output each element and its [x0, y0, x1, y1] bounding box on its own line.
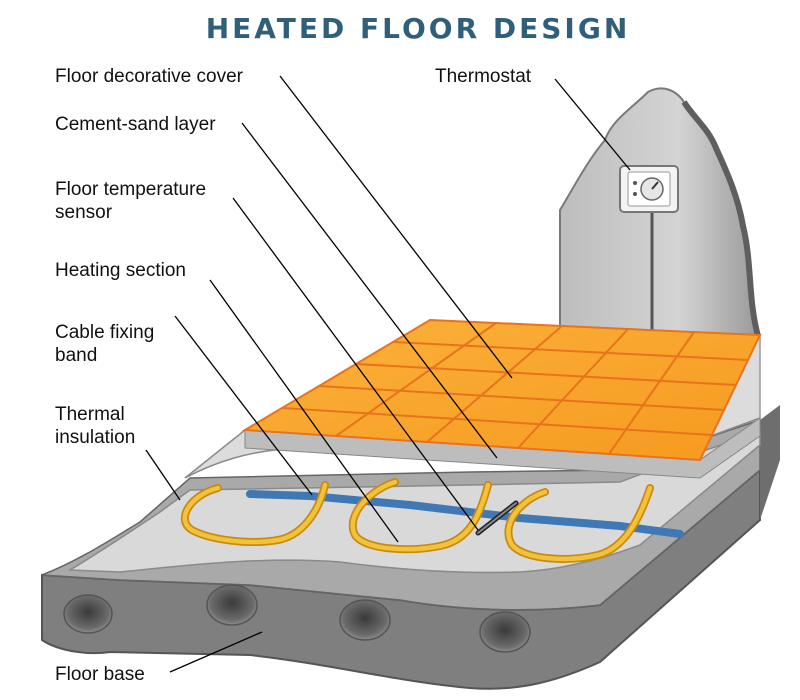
label-thermostat: Thermostat — [435, 66, 532, 87]
label-floor-decorative-cover: Floor decorative cover — [55, 66, 244, 87]
tile-grout-line — [281, 407, 713, 436]
tile-grout-line — [355, 363, 737, 386]
leader-lines — [145, 75, 631, 673]
tile-grout-line — [517, 328, 629, 449]
label-floor-base: Floor base — [55, 664, 145, 685]
tile-grout-line — [318, 385, 725, 411]
label-floor-temperature-sensor-line1: Floor temperature — [55, 179, 206, 200]
tile-grout-line — [335, 322, 497, 437]
label-cable-fixing-band-line2: band — [55, 345, 97, 366]
label-cement-sand-layer: Cement-sand layer — [55, 114, 216, 135]
floor-decorative-cover — [241, 318, 762, 462]
label-thermal-insulation-line1: Thermal — [55, 404, 125, 425]
tile-grout-line — [608, 331, 695, 455]
label-heating-section: Heating section — [55, 260, 186, 281]
thermostat-icon — [619, 165, 679, 213]
diagram-title: HEATED FLOOR DESIGN — [206, 12, 631, 45]
labels: Floor decorative cover Thermostat Cement… — [55, 66, 532, 685]
label-thermal-insulation-line2: insulation — [55, 427, 135, 448]
tile-grout-line — [392, 341, 749, 361]
temperature-sensor-icon — [475, 500, 519, 536]
tile-grout-line — [426, 325, 563, 443]
label-floor-temperature-sensor-line2: sensor — [55, 202, 113, 223]
slab-holes — [63, 584, 531, 653]
label-cable-fixing-band-line1: Cable fixing — [55, 322, 154, 343]
